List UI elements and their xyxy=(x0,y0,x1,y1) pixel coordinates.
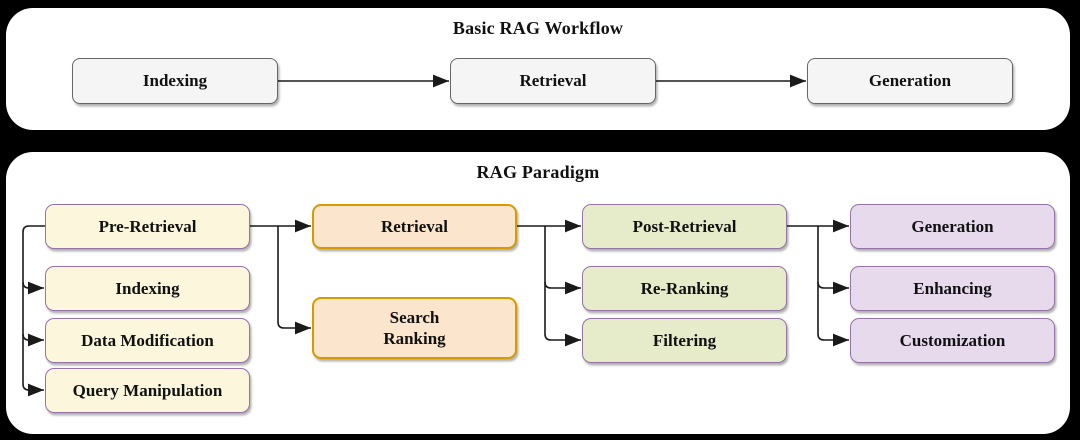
node-basic-generation: Generation xyxy=(807,58,1013,104)
basic-rag-workflow-panel: Basic RAG Workflow Indexing Retrieval Ge… xyxy=(6,8,1070,130)
node-query-manipulation: Query Manipulation xyxy=(45,368,250,413)
connector-post-to-re-ranking xyxy=(544,281,581,295)
basic-workflow-title: Basic RAG Workflow xyxy=(452,18,624,38)
connector-pre-to-data-modification xyxy=(22,333,44,347)
rag-paradigm-title: RAG Paradigm xyxy=(476,162,600,182)
node-data-modification: Data Modification xyxy=(45,318,250,363)
node-filtering: Filtering xyxy=(582,318,787,363)
node-post-retrieval: Post-Retrieval xyxy=(582,204,787,249)
connector-pre-to-indexing xyxy=(22,281,44,295)
node-pre-retrieval: Pre-Retrieval xyxy=(45,204,250,249)
node-search-ranking: Search Ranking xyxy=(312,297,517,359)
node-basic-indexing: Indexing xyxy=(72,58,278,104)
node-basic-retrieval: Retrieval xyxy=(450,58,656,104)
connector-generation-to-enhancing xyxy=(817,281,849,295)
node-customization: Customization xyxy=(850,318,1055,363)
rag-paradigm-panel: RAG Paradigm Pre-Retrieval Indexing Data… xyxy=(6,152,1070,434)
connector-pre-to-query-manipulation xyxy=(22,225,45,397)
node-indexing: Indexing xyxy=(45,266,250,311)
connector-retrieval-to-search-ranking xyxy=(277,226,311,335)
connector-generation-to-customization xyxy=(817,226,849,347)
node-re-ranking: Re-Ranking xyxy=(582,266,787,311)
connector-post-to-filtering xyxy=(544,226,581,347)
node-enhancing: Enhancing xyxy=(850,266,1055,311)
node-retrieval: Retrieval xyxy=(312,204,517,249)
node-generation: Generation xyxy=(850,204,1055,249)
